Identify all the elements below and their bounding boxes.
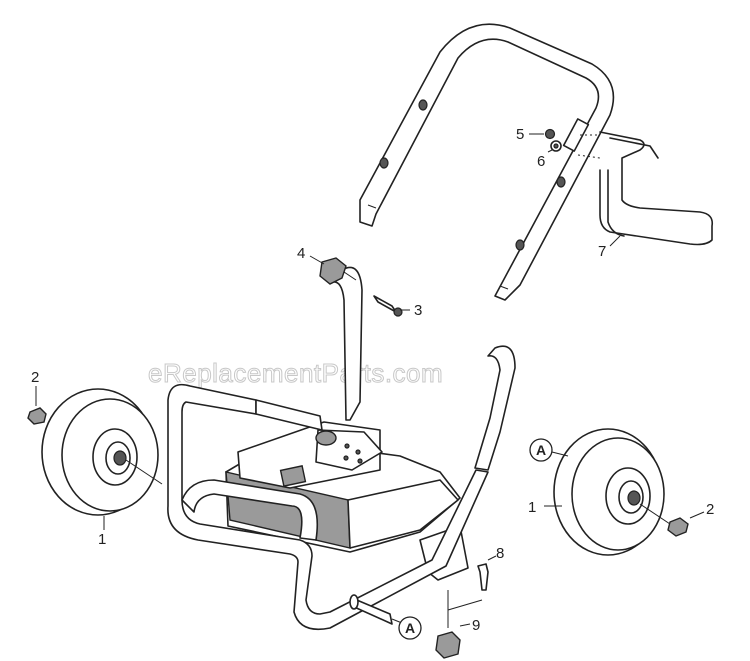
callout-9: 9 [472, 617, 480, 634]
hole-icon [343, 455, 349, 461]
reference-a-right [529, 438, 553, 462]
upper-handle [359, 23, 615, 301]
callout-6: 6 [537, 153, 545, 170]
foot-and-screw [435, 563, 489, 659]
callouts: 1 1 2 2 3 4 5 6 7 8 9 A A [31, 126, 714, 640]
washer-hole-icon [553, 143, 559, 149]
reference-a-bottom-letter: A [405, 620, 415, 636]
knob-and-bolt [319, 257, 403, 317]
hole-icon [355, 449, 361, 455]
bolt-hole-icon [515, 239, 525, 251]
left-wheel [27, 388, 163, 516]
lower-frame [167, 266, 516, 631]
callout-4: 4 [297, 245, 305, 262]
hub-icon [113, 450, 127, 466]
rubber-foot-icon [435, 631, 461, 659]
knob-icon [319, 257, 347, 285]
reference-a-right-letter: A [536, 442, 546, 458]
bolt-hole-icon [556, 176, 566, 188]
hole-icon [344, 443, 350, 449]
nut-and-washer [544, 128, 562, 152]
callout-2-left: 2 [31, 369, 39, 386]
callout-2-right: 2 [706, 501, 714, 518]
hole-icon [315, 430, 337, 446]
hole-icon [357, 458, 363, 464]
callout-1-right: 1 [528, 499, 536, 516]
watermark-text: eReplacementParts.com [148, 358, 443, 388]
nut-icon [544, 128, 556, 140]
right-wheel [553, 428, 689, 556]
hose-hook [577, 131, 714, 246]
callout-1-left: 1 [98, 531, 106, 548]
bolt-head-icon [393, 307, 403, 317]
callout-7: 7 [598, 243, 606, 260]
hubcap-icon [667, 517, 689, 537]
callout-8: 8 [496, 545, 504, 562]
reference-a-bottom [398, 616, 422, 640]
hub-icon [627, 490, 641, 506]
bolt-hole-icon [379, 157, 389, 169]
screw-icon [477, 563, 489, 591]
hubcap-icon [27, 407, 47, 425]
callout-5: 5 [516, 126, 524, 143]
callout-3: 3 [414, 302, 422, 319]
bolt-hole-icon [418, 99, 428, 111]
